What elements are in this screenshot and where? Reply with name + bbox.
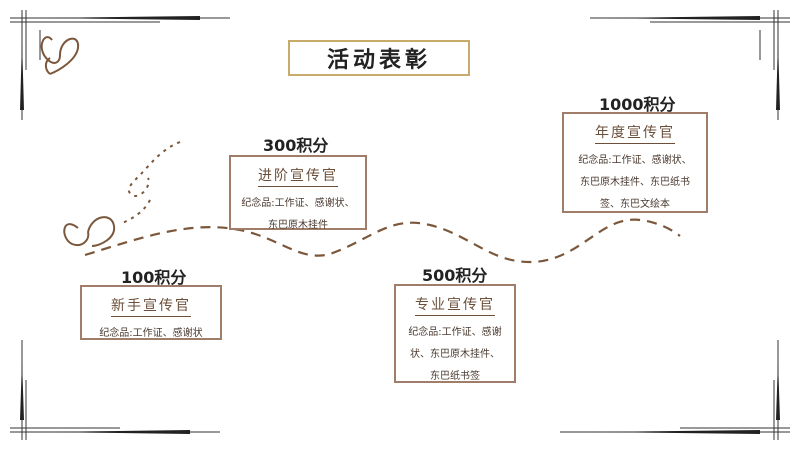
card-desc: 纪念品:工作证、感谢状: [99, 328, 203, 339]
points-1000: 1000积分: [599, 95, 676, 114]
card-professional: 专业宣传官 纪念品:工作证、感谢 状、东巴原木挂件、 东巴纸书签: [394, 284, 516, 383]
points-100: 100积分: [121, 268, 187, 287]
card-title: 进阶宣传官: [258, 165, 338, 187]
card-title: 专业宣传官: [415, 294, 495, 316]
card-desc: 纪念品:工作证、感谢状、 东巴原木挂件、东巴纸书 签、东巴文绘本: [578, 155, 692, 210]
butterfly-top-icon: [40, 36, 80, 75]
card-newbie: 新手宣传官 纪念品:工作证、感谢状: [80, 285, 222, 340]
progress-path: [84, 218, 681, 264]
points-300: 300积分: [263, 136, 329, 155]
card-desc: 纪念品:工作证、感谢 状、东巴原木挂件、 东巴纸书签: [408, 327, 502, 382]
title-box: 活动表彰: [288, 40, 470, 76]
card-advanced: 进阶宣传官 纪念品:工作证、感谢状、 东巴原木挂件: [229, 155, 367, 231]
card-desc: 纪念品:工作证、感谢状、 东巴原木挂件: [241, 198, 355, 231]
card-title: 年度宣传官: [595, 122, 675, 144]
page-title: 活动表彰: [326, 48, 431, 73]
card-title: 新手宣传官: [111, 295, 191, 317]
card-annual: 年度宣传官 纪念品:工作证、感谢状、 东巴原木挂件、东巴纸书 签、东巴文绘本: [562, 112, 708, 213]
butterfly-left-icon: [63, 216, 116, 247]
points-500: 500积分: [422, 266, 488, 285]
